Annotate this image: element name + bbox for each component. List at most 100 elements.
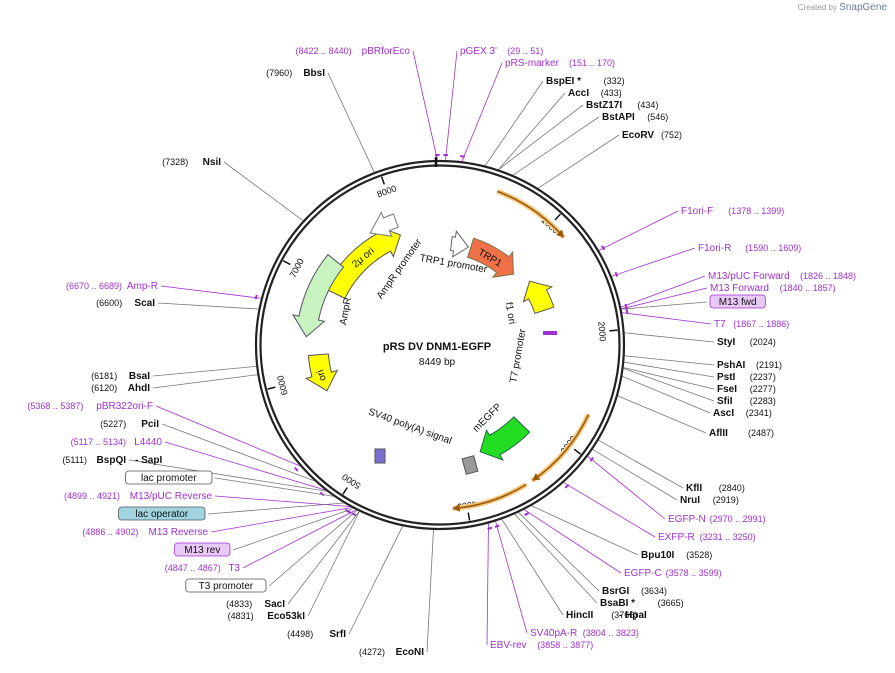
label-amp-r[interactable]: Amp-R(6670 .. 6689) xyxy=(66,281,158,292)
label-asci[interactable]: AscI(2341) xyxy=(713,408,772,419)
label-egfp-n[interactable]: EGFP-N(2970 .. 2991) xyxy=(668,514,766,525)
label-egfp-c[interactable]: EGFP-C(3578 .. 3599) xyxy=(624,568,722,579)
feature-f1-ori[interactable] xyxy=(523,281,553,313)
label-m13-puc-forward[interactable]: M13/pUC Forward(1826 .. 1848) xyxy=(708,271,856,282)
label-pgex-3[interactable]: pGEX 3'(29 .. 51) xyxy=(460,46,543,57)
tick-mark-3000 xyxy=(574,449,580,454)
label-name-amp-r: Amp-R xyxy=(127,281,158,292)
label-t3[interactable]: T3(4847 .. 4867) xyxy=(165,563,241,574)
label-coord-pbr322ori-f: (5368 .. 5387) xyxy=(27,401,83,411)
label-hpai[interactable]: - HpaI xyxy=(619,610,647,621)
label-lac-promoter[interactable]: lac promoter xyxy=(126,471,212,484)
label-bsabi[interactable]: BsaBI *(3665) xyxy=(600,598,684,609)
leader-fsei xyxy=(624,368,714,389)
label-bstapi[interactable]: BstAPI(546) xyxy=(602,112,668,123)
label-saci[interactable]: SacI(4833) xyxy=(226,599,285,610)
leader-m13-reverse xyxy=(211,508,352,532)
label-kfli[interactable]: KflI(2840) xyxy=(686,483,745,494)
label-m13-reverse[interactable]: M13 Reverse(4886 .. 4902) xyxy=(82,527,208,538)
feature-trp1-promoter[interactable] xyxy=(451,231,469,257)
label-ebv-rev[interactable]: EBV-rev(3858 .. 3877) xyxy=(490,640,593,651)
label-coord-pcii: (5227) xyxy=(100,419,126,429)
label-name-asci: AscI xyxy=(713,408,734,419)
leader-t7 xyxy=(622,313,711,324)
leader-scai xyxy=(158,303,259,309)
label-coord-l4440: (5117 .. 5134) xyxy=(71,437,126,447)
label-nsii[interactable]: NsiI(7328) xyxy=(162,157,221,168)
label-eco53ki[interactable]: Eco53kI(4831) xyxy=(228,611,306,622)
label-coord-f1ori-r: (1590 .. 1609) xyxy=(745,243,801,253)
label-name-t3: T3 xyxy=(228,563,240,574)
label-coord-bbsi: (7960) xyxy=(266,68,292,78)
plasmid-name: pRS DV DNM1-EGFP xyxy=(383,341,491,353)
label-econi[interactable]: EcoNI(4272) xyxy=(359,647,424,658)
label-m13-forward[interactable]: M13 Forward(1840 .. 1857) xyxy=(710,283,836,294)
label-ahdi[interactable]: AhdI(6120) xyxy=(91,383,150,394)
label-srfi[interactable]: SrfI(4498) xyxy=(287,629,346,640)
label-name-ecorv: EcoRV xyxy=(622,130,654,141)
tick-label-5000: 5000 xyxy=(340,472,362,491)
label-sapi[interactable]: - SapI xyxy=(135,455,162,466)
label-l4440[interactable]: L4440(5117 .. 5134) xyxy=(71,437,163,448)
label-bsai[interactable]: BsaI(6181) xyxy=(91,371,150,382)
feature-sv40-polya-block[interactable] xyxy=(462,456,478,475)
label-coord-aflii: (2487) xyxy=(748,428,774,438)
leader-ecorv xyxy=(538,135,619,188)
label-bbsi[interactable]: BbsI(7960) xyxy=(266,68,325,79)
label-coord-pshai: (2191) xyxy=(756,360,782,370)
label-name-acci: AccI xyxy=(568,88,589,99)
label-prs-marker[interactable]: pRS-marker(151 .. 170) xyxy=(505,58,615,69)
label-lac-operator[interactable]: lac operator xyxy=(119,507,205,520)
label-f1ori-f[interactable]: F1ori-F(1378 .. 1399) xyxy=(681,206,784,217)
label-bsrgi[interactable]: BsrGI(3634) xyxy=(602,586,667,597)
label-name-f1ori-f: F1ori-F xyxy=(681,206,713,217)
primer-mark-t7 xyxy=(627,310,628,314)
leader-eco53ki xyxy=(308,511,359,616)
label-sv40pa-r[interactable]: SV40pA-R(3804 .. 3823) xyxy=(530,628,639,639)
tick-label-2000: 2000 xyxy=(596,321,608,342)
tick-mark-4000 xyxy=(468,513,469,521)
label-name-srfi: SrfI xyxy=(329,629,346,640)
label-styi[interactable]: StyI(2024) xyxy=(717,337,776,348)
label-coord-nrui: (2919) xyxy=(713,495,739,505)
label-bspqi[interactable]: BspQI(5111) xyxy=(62,455,126,466)
label-psti[interactable]: PstI(2237) xyxy=(717,372,776,383)
tick-mark-5000 xyxy=(343,488,347,495)
label-pshai[interactable]: PshAI(2191) xyxy=(717,360,782,371)
label-nrui[interactable]: NruI(2919) xyxy=(680,495,739,506)
label-pbr322ori-f[interactable]: pBR322ori-F(5368 .. 5387) xyxy=(27,401,153,412)
label-t7[interactable]: T7(1867 .. 1886) xyxy=(714,319,789,330)
leader-prs-marker xyxy=(462,63,502,161)
label-bpu10i[interactable]: Bpu10I(3528) xyxy=(641,550,712,561)
label-name-bstz17i: BstZ17I xyxy=(586,100,622,111)
label-m13-fwd[interactable]: M13 fwd xyxy=(710,295,765,308)
tick-mark-1000 xyxy=(555,214,560,220)
label-name-sv40pa-r: SV40pA-R xyxy=(530,628,577,639)
label-f1ori-r[interactable]: F1ori-R(1590 .. 1609) xyxy=(698,243,801,254)
label-scai[interactable]: ScaI(6600) xyxy=(96,298,155,309)
label-name-hpai: - HpaI xyxy=(619,610,647,621)
label-sfii[interactable]: SfiI(2283) xyxy=(717,396,776,407)
label-name-hincii: HincII xyxy=(566,610,593,621)
label-bstz17i[interactable]: BstZ17I(434) xyxy=(586,100,658,111)
label-ecorv[interactable]: EcoRV (752) xyxy=(622,130,682,141)
label-coord-m13-puc-reverse: (4899 .. 4921) xyxy=(64,491,120,501)
label-coord-scai: (6600) xyxy=(96,298,122,308)
label-aflii[interactable]: AflII(2487) xyxy=(709,428,774,439)
feature-label-f1-ori: f1 ori xyxy=(503,301,518,325)
label-name-ahdi: AhdI xyxy=(128,383,150,394)
label-t3-promoter[interactable]: T3 promoter xyxy=(186,579,266,592)
label-exfp-r[interactable]: EXFP-R(3231 .. 3250) xyxy=(658,532,756,543)
label-name-bspei: BspEI * xyxy=(546,76,581,87)
label-bspei[interactable]: BspEI *(332) xyxy=(546,76,625,87)
leader-saci xyxy=(288,511,359,604)
label-acci[interactable]: AccI(433) xyxy=(568,88,622,99)
label-coord-ecorv: (752) xyxy=(661,130,682,140)
label-m13-rev[interactable]: M13 rev xyxy=(175,543,230,556)
label-fsei[interactable]: FseI(2277) xyxy=(717,384,776,395)
label-pcii[interactable]: PciI(5227) xyxy=(100,419,159,430)
label-m13-puc-reverse[interactable]: M13/pUC Reverse(4899 .. 4921) xyxy=(64,491,212,502)
label-coord-pbrforeco: (8422 .. 8440) xyxy=(296,46,352,56)
label-pbrforeco[interactable]: pBRforEco(8422 .. 8440) xyxy=(296,46,411,57)
